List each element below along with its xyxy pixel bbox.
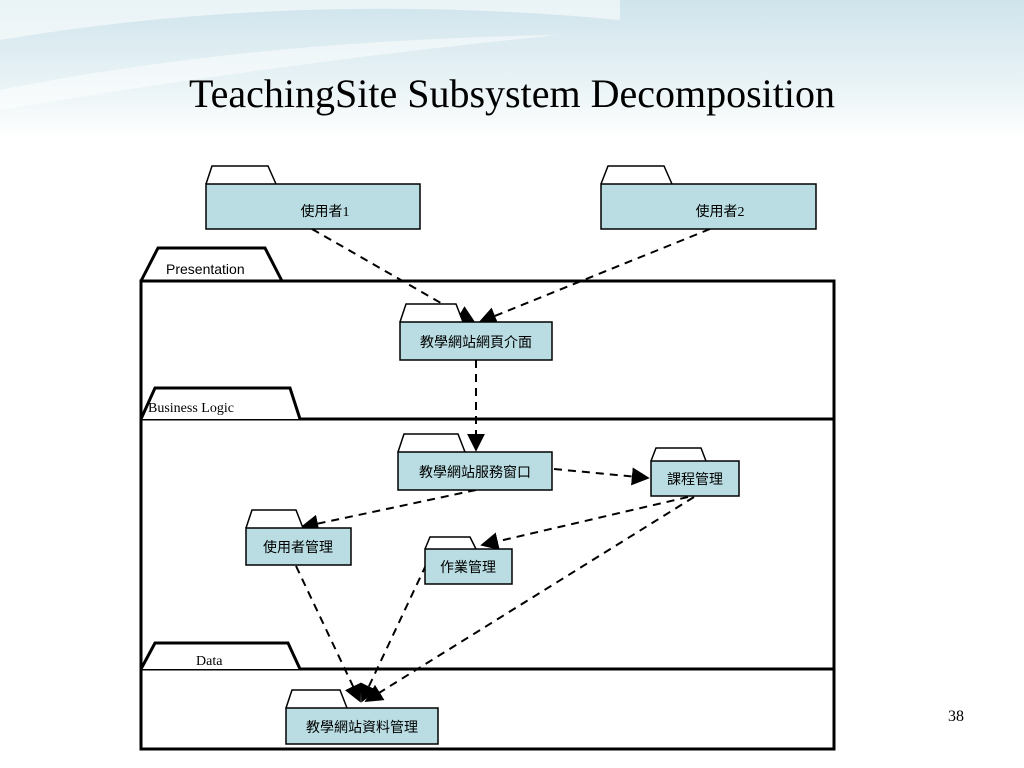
package-label-user-mgmt: 使用者管理 (263, 539, 333, 556)
package-label-user2: 使用者2 (696, 203, 745, 220)
layer-business-logic: Business Logic (139, 386, 836, 671)
package-label-homework-mgmt: 作業管理 (440, 560, 496, 576)
package-label-course-mgmt: 課程管理 (667, 472, 723, 488)
package-user2: 使用者2 (600, 165, 817, 230)
layer-label-data: Data (196, 654, 223, 669)
arrow-service-to-user-mgmt (300, 489, 477, 533)
package-label-user1: 使用者1 (301, 203, 350, 220)
package-user1: 使用者1 (205, 165, 421, 230)
arrow-user-mgmt-to-data (295, 565, 362, 703)
page-number: 38 (948, 708, 964, 725)
package-label-service-window: 教學網站服務窗口 (419, 464, 531, 481)
arrow-service-to-course (553, 467, 650, 486)
package-service-window: 教學網站服務窗口 (397, 433, 553, 491)
package-web-interface: 教學網站網頁介面 (399, 303, 553, 361)
layer-label-presentation: Presentation (166, 261, 245, 277)
layer-data: Data (139, 641, 836, 751)
layer-label-business-logic: Business Logic (148, 401, 234, 416)
package-data-mgmt: 教學網站資料管理 (285, 689, 439, 745)
package-label-data-mgmt: 教學網站資料管理 (306, 720, 418, 736)
package-label-web-interface: 教學網站網頁介面 (420, 335, 532, 351)
slide-title: TeachingSite Subsystem Decomposition (188, 71, 835, 116)
package-homework-mgmt: 作業管理 (424, 536, 513, 585)
arrow-homework-to-data (360, 564, 427, 703)
package-course-mgmt: 課程管理 (650, 447, 740, 497)
package-user-mgmt: 使用者管理 (245, 509, 352, 566)
arrow-course-to-homework (480, 496, 689, 551)
